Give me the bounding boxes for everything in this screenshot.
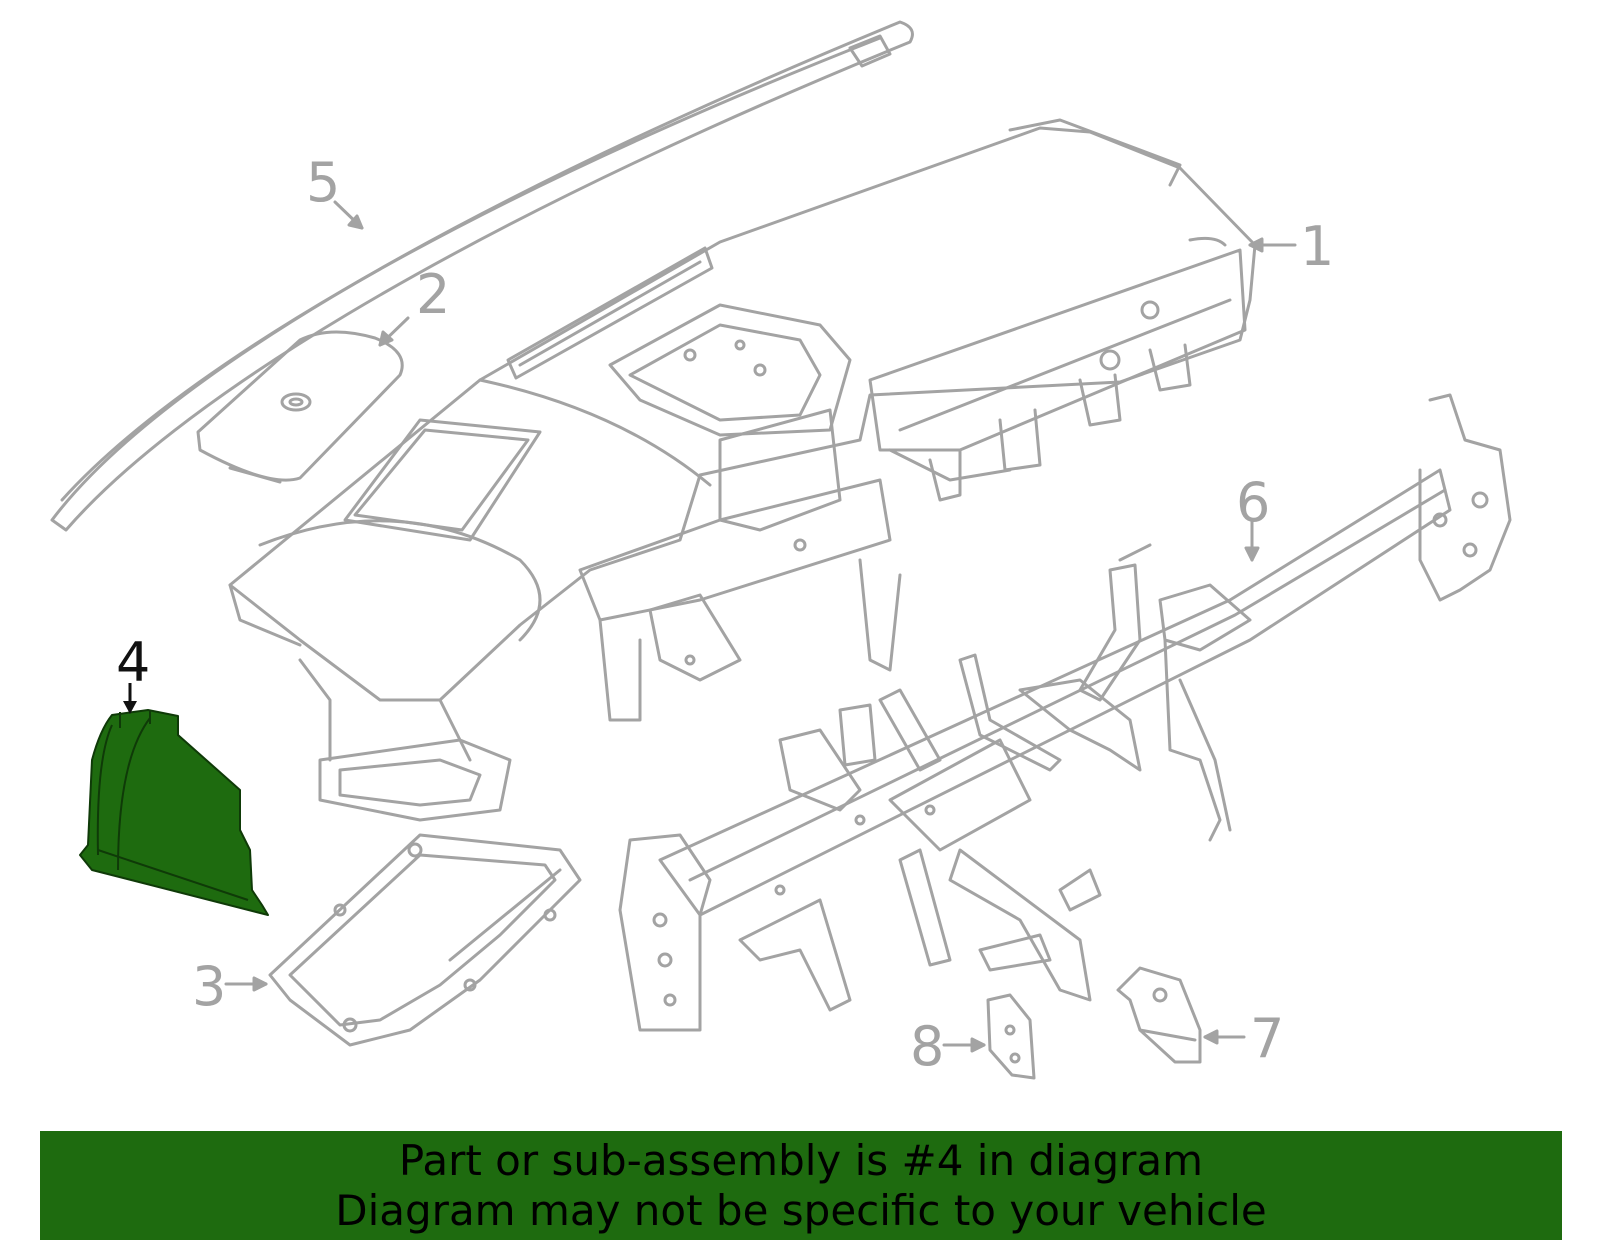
part-7-bracket [1116,966,1202,1064]
banner-line-disclaimer: Diagram may not be specific to your vehi… [335,1185,1267,1235]
part-5-defroster-trim [50,20,914,532]
callout-2: 2 [416,263,451,326]
part-2-dash-panel [196,330,404,484]
leader-arrows [224,200,1297,1053]
callout-6: 6 [1236,471,1271,534]
callout-7: 7 [1250,1007,1285,1070]
callout-3: 3 [192,955,227,1018]
part-3-lower-panel [268,833,582,1047]
banner-line-part-number: Part or sub-assembly is #4 in diagram [398,1135,1204,1185]
part-1-instrument-panel [228,118,1257,822]
part-8-bracket [986,993,1036,1080]
callout-8: 8 [910,1015,945,1078]
part-4-highlighted [79,683,269,916]
callout-5: 5 [306,151,341,214]
disclaimer-banner: Part or sub-assembly is #4 in diagram Di… [40,1131,1562,1240]
banner-background [40,1131,1562,1240]
part-6-cross-car-beam [618,393,1512,1032]
callout-1: 1 [1300,215,1335,278]
callout-4: 4 [116,631,151,694]
